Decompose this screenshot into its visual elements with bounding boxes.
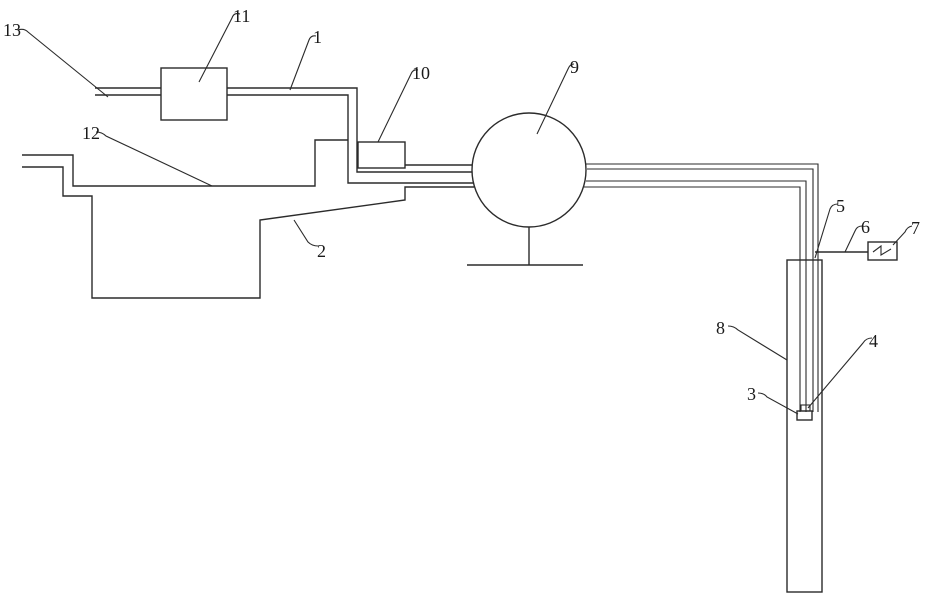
label-3: 3 [747,384,756,404]
pipe-1-inner-wall [227,94,473,184]
leader-3 [757,392,799,415]
leader-4 [807,337,873,409]
leader-1 [289,35,317,91]
tank-lower-outline [22,166,474,299]
leader-5 [814,203,839,259]
leader-10 [377,69,419,143]
part-9-circle-unit [467,112,587,266]
label-11: 11 [233,6,250,26]
leader-8 [727,325,788,361]
part-4-element [800,404,811,412]
label-8: 8 [716,318,725,338]
leader-12 [95,131,213,187]
label-7: 7 [911,218,920,238]
outlet-pipe-line-a [586,163,819,412]
part-9-circle [471,112,587,228]
label-10: 10 [412,63,430,83]
part-10-box [357,141,406,169]
part-labels: 13 11 1 10 9 12 2 5 6 7 8 4 3 [3,6,920,404]
part-7-zigzag-symbol [872,244,892,256]
tank-upper-outline [22,139,348,187]
outlet-pipe-line-d [584,186,801,412]
part-11-box [160,67,228,121]
leader-13 [17,28,109,98]
outlet-pipe-line-b [587,168,814,412]
leader-lines [17,12,913,415]
outlet-pipe-line-c [586,180,807,412]
leader-6 [844,225,863,253]
label-12: 12 [82,123,100,143]
label-9: 9 [570,57,579,77]
part-2-tank [22,139,474,299]
leader-7 [892,225,913,246]
label-5: 5 [836,196,845,216]
leader-2 [293,219,319,247]
label-1: 1 [313,27,322,47]
leader-11 [198,12,241,83]
part-1-pipe [227,87,473,184]
label-13: 13 [3,20,21,40]
pipe-1-outer-wall [227,87,472,173]
label-2: 2 [317,241,326,261]
part-8-well [786,259,823,593]
label-4: 4 [869,331,878,351]
part-7-box [867,241,898,261]
label-6: 6 [861,217,870,237]
outlet-pipe-bundle [584,163,819,412]
leader-9 [536,63,575,135]
part-3-block [796,410,813,421]
